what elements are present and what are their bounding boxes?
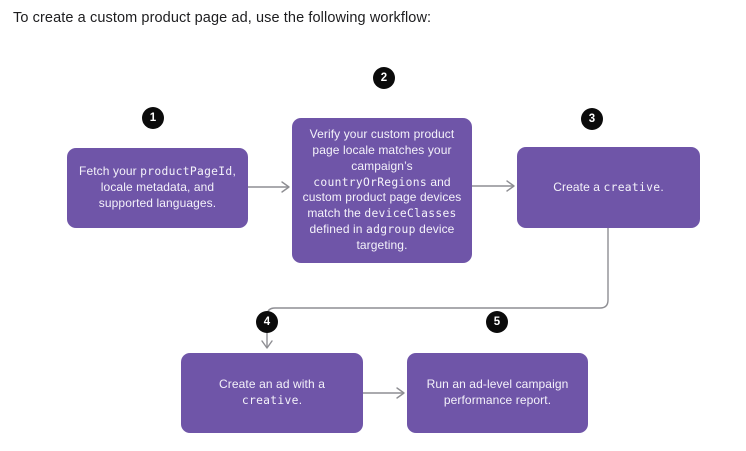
step-4-label: Create an ad with a creative.: [219, 377, 325, 407]
step-1-badge: 1: [142, 107, 164, 129]
arrow-right-icon: [506, 180, 515, 192]
step-4-badge: 4: [256, 311, 278, 333]
arrow-down-icon: [261, 340, 273, 349]
step-5-label: Run an ad-level campaign performance rep…: [426, 377, 569, 407]
step-3-box: Create a creative.: [517, 147, 700, 228]
arrow-right-icon: [281, 181, 290, 193]
arrow-right-icon: [396, 387, 405, 399]
step-2-badge: 2: [373, 67, 395, 89]
intro-text: To create a custom product page ad, use …: [13, 10, 432, 26]
step-1-box: Fetch your productPageId, locale metadat…: [67, 148, 248, 228]
step-3-label: Create a creative.: [553, 179, 664, 194]
step-2-label: Verify your custom product page locale m…: [302, 127, 462, 253]
step-1-label: Fetch your productPageId, locale metadat…: [79, 164, 236, 210]
step-3-badge: 3: [581, 108, 603, 130]
step-5-badge: 5: [486, 311, 508, 333]
step-2-box: Verify your custom product page locale m…: [292, 118, 472, 263]
step-5-box: Run an ad-level campaign performance rep…: [407, 353, 588, 433]
step-4-box: Create an ad with a creative.: [181, 353, 363, 433]
